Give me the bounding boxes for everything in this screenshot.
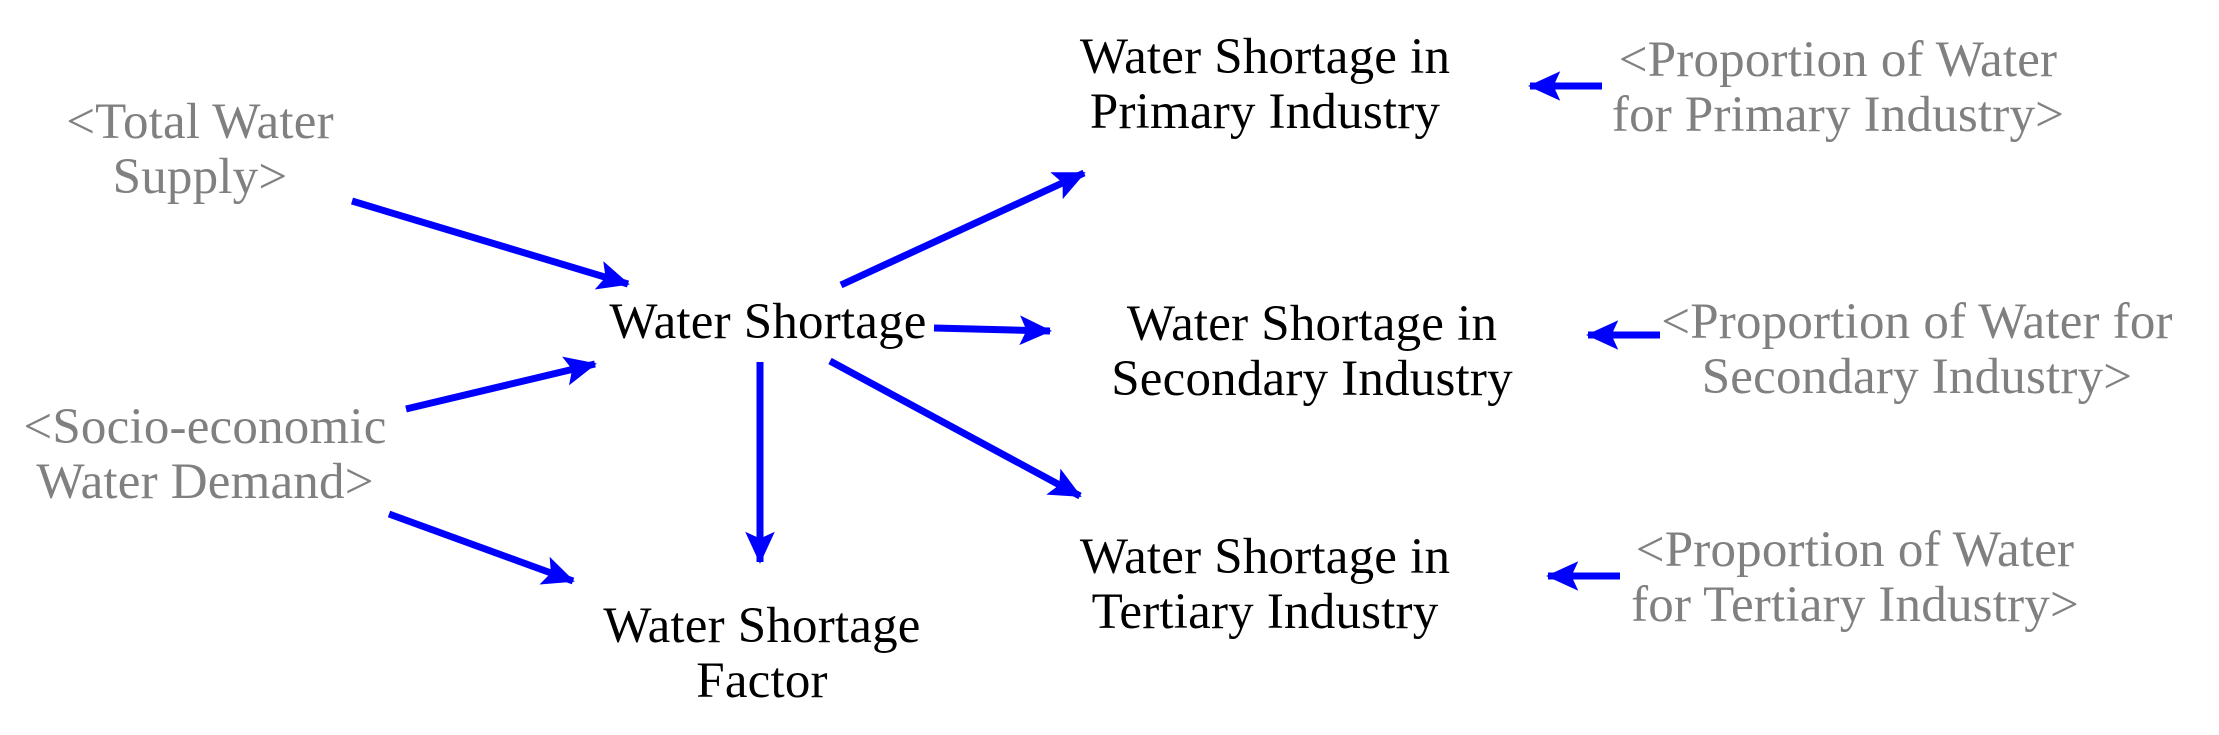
node-proportion-of-water-for-primary-industry[interactable]: <Proportion of Water for Primary Industr… bbox=[1611, 32, 2065, 144]
node-socio-economic-water-demand[interactable]: <Socio-economic Water Demand> bbox=[23, 399, 387, 511]
node-water-shortage-primary-industry[interactable]: Water Shortage in Primary Industry bbox=[1079, 29, 1451, 141]
node-water-shortage[interactable]: Water Shortage bbox=[609, 293, 927, 350]
node-water-shortage-secondary-industry[interactable]: Water Shortage in Secondary Industry bbox=[1111, 296, 1513, 408]
node-proportion-of-water-for-secondary-industry[interactable]: <Proportion of Water for Secondary Indus… bbox=[1661, 294, 2173, 406]
node-water-shortage-factor[interactable]: Water Shortage Factor bbox=[603, 598, 921, 710]
edge-water-shortage-to-tertiary-industry bbox=[828, 357, 1082, 500]
edge-socio-economic-water-demand-to-water-shortage bbox=[405, 356, 597, 413]
edge-water-shortage-to-primary-industry bbox=[839, 169, 1086, 289]
node-water-shortage-tertiary-industry[interactable]: Water Shortage in Tertiary Industry bbox=[1079, 529, 1451, 641]
edge-total-water-supply-to-water-shortage bbox=[350, 197, 630, 290]
edge-socio-economic-water-demand-to-water-shortage-factor bbox=[387, 510, 575, 585]
node-total-water-supply[interactable]: <Total Water Supply> bbox=[66, 94, 334, 206]
node-proportion-of-water-for-tertiary-industry[interactable]: <Proportion of Water for Tertiary Indust… bbox=[1631, 522, 2079, 634]
